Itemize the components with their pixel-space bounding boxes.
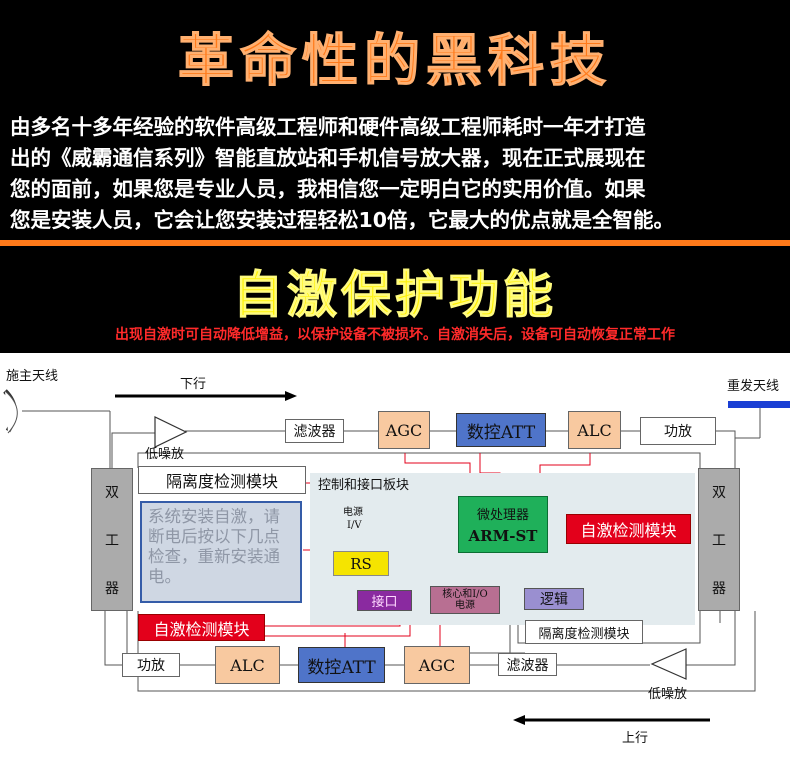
duplexer-char: 工 xyxy=(105,532,119,549)
pa-bottom: 功放 xyxy=(122,653,180,677)
filter-bottom: 滤波器 xyxy=(498,653,557,676)
intro-line: 您是安装人员，它会让您安装过程轻松10倍，它最大的优点就是全智能。 xyxy=(10,208,675,232)
core-line: 核心和I/O xyxy=(442,589,488,600)
self-osc-detect-left: 自激检测模块 xyxy=(138,614,265,641)
lna-bottom-label: 低噪放 xyxy=(648,687,688,702)
service-antenna-label: 重发天线 xyxy=(727,379,780,394)
cpu-block: 微处理器 ARM-ST xyxy=(458,496,548,553)
logic-block: 逻辑 xyxy=(524,588,584,610)
core-power-block: 核心和I/O 电源 xyxy=(430,586,500,614)
rs-block: RS xyxy=(333,551,389,576)
agc-top: AGC xyxy=(378,411,430,449)
lna-bottom-icon xyxy=(650,648,687,680)
donor-antenna-label: 施主天线 xyxy=(6,369,59,384)
alc-bottom: ALC xyxy=(215,646,280,684)
headline: 革命性的黑科技 xyxy=(177,28,612,94)
downlink-label: 下行 xyxy=(180,377,207,392)
core-line: 电源 xyxy=(455,600,475,611)
lcd-line: 系统安装自激，请 xyxy=(148,507,280,526)
cpu-model: ARM-ST xyxy=(468,527,538,545)
lna-top-icon xyxy=(154,416,188,448)
duplexer-left: 双 工 器 xyxy=(91,468,133,611)
intro-text: 由多名十多年经验的软件高级工程师和硬件高级工程师耗时一年才打造 出的《威霸通信系… xyxy=(10,112,782,236)
duplexer-char: 工 xyxy=(712,532,726,549)
intro-section: 革命性的黑科技 由多名十多年经验的软件高级工程师和硬件高级工程师耗时一年才打造 … xyxy=(0,0,790,245)
duplexer-char: 器 xyxy=(712,580,726,597)
intro-line: 由多名十多年经验的软件高级工程师和硬件高级工程师耗时一年才打造 xyxy=(10,115,646,139)
intro-line: 出的《威霸通信系列》智能直放站和手机信号放大器，现在正式展现在 xyxy=(10,146,646,170)
pa-top: 功放 xyxy=(640,417,716,445)
donor-antenna-icon xyxy=(3,389,110,434)
lcd-line: 电。 xyxy=(148,567,181,586)
downlink-arrow xyxy=(115,391,297,401)
isolation-detect-top: 隔离度检测模块 xyxy=(138,466,306,494)
uplink-label: 上行 xyxy=(622,731,649,746)
feature-title: 自激保护功能 xyxy=(233,266,557,325)
alc-top: ALC xyxy=(568,411,621,449)
att-bottom: 数控ATT xyxy=(298,647,385,683)
feature-note: 出现自激时可自动降低增益，以保护设备不被损坏。自激消失后，设备可自动恢复正常工作 xyxy=(115,327,675,343)
lcd-line: 检查，重新安装通 xyxy=(148,547,280,566)
duplexer-char: 双 xyxy=(105,484,119,501)
control-board-label: 控制和接口板块 xyxy=(318,478,410,493)
lcd-screen: 系统安装自激，请 断电后按以下几点 检查，重新安装通 电。 xyxy=(140,501,302,603)
duplexer-right: 双 工 器 xyxy=(698,468,740,611)
service-antenna-icon xyxy=(728,401,790,408)
duplexer-char: 双 xyxy=(712,484,726,501)
isolation-detect-bottom: 隔离度检测模块 xyxy=(525,620,643,644)
self-osc-detect-right: 自激检测模块 xyxy=(566,514,691,544)
intro-line: 您的面前，如果您是专业人员，我相信您一定明白它的实用价值。如果 xyxy=(10,177,646,201)
cpu-name: 微处理器 xyxy=(476,508,529,523)
att-top: 数控ATT xyxy=(456,413,546,447)
lna-top-label: 低噪放 xyxy=(145,447,185,462)
lcd-line: 断电后按以下几点 xyxy=(148,527,280,546)
duplexer-char: 器 xyxy=(105,580,119,597)
uplink-arrow xyxy=(513,715,710,725)
power-label: 电源 xyxy=(343,507,363,518)
agc-bottom: AGC xyxy=(404,646,470,684)
io-label: I/V xyxy=(347,520,362,531)
filter-top: 滤波器 xyxy=(285,419,344,443)
divider-bar xyxy=(0,240,790,246)
interface-block: 接口 xyxy=(357,590,412,611)
block-diagram: 施主天线 重发天线 下行 上行 控制和接口板块 双 工 器 双 工 器 低噪放 … xyxy=(0,353,790,773)
